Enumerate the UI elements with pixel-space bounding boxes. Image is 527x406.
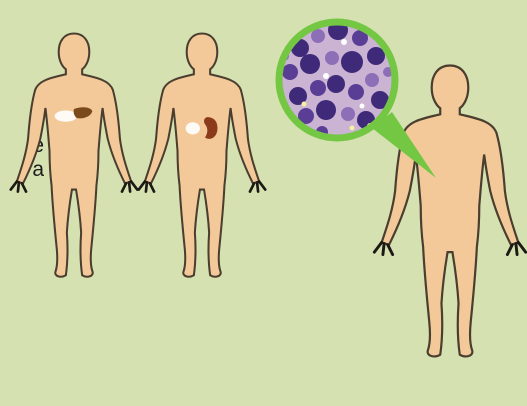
- body-silhouette: [382, 66, 519, 357]
- body-with-liver-highlight: [11, 34, 137, 277]
- body-silhouette: [145, 34, 259, 277]
- body-with-magnified-cells: [374, 66, 525, 357]
- cell-magnifier-icon: [279, 20, 395, 138]
- body-silhouette: [17, 34, 131, 277]
- body-with-kidney-highlight: [139, 34, 265, 277]
